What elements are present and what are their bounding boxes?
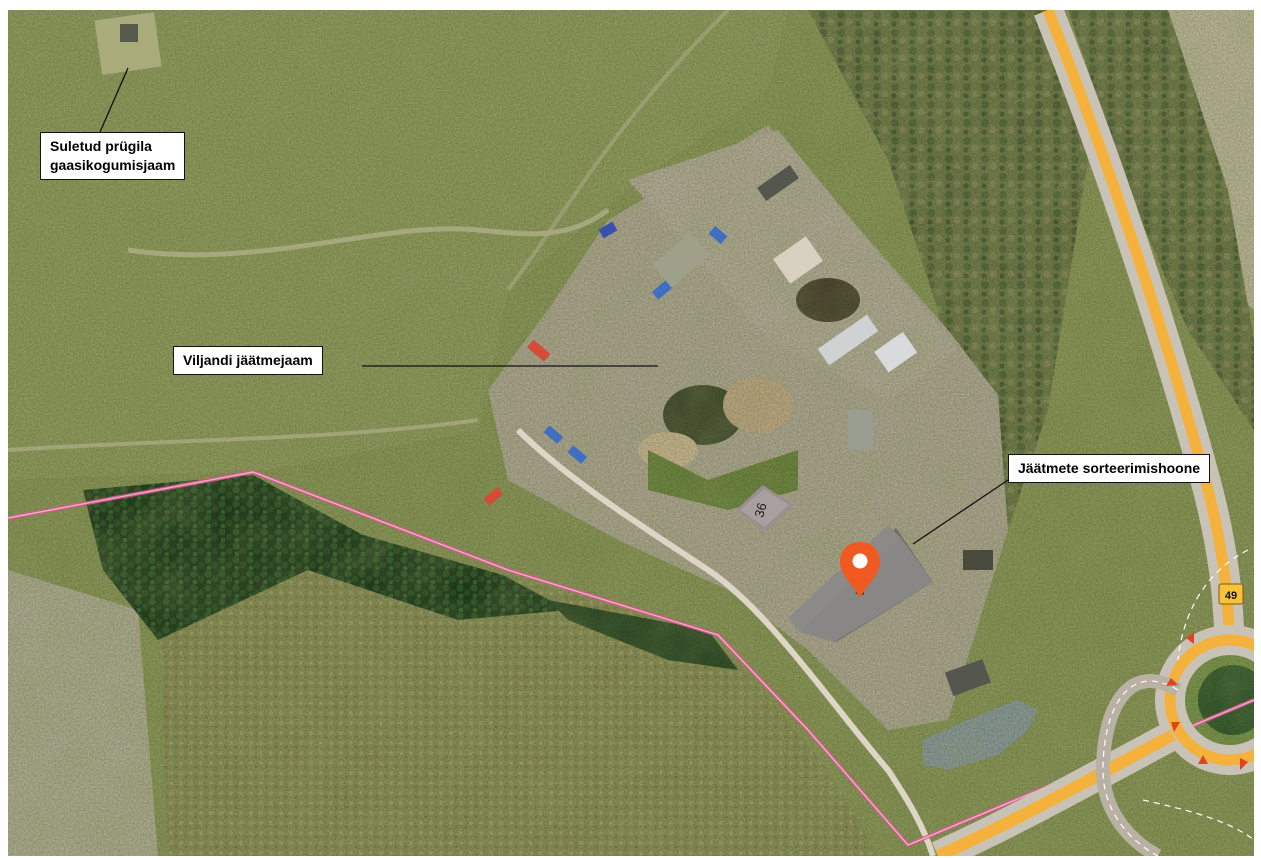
callout-waste-station-label: Viljandi jäätmejaam	[183, 352, 313, 368]
callout-gas-station: Suletud prügila gaasikogumisjaam	[40, 132, 186, 180]
callout-sorting-hall: Jäätmete sorteerimishoone	[1008, 454, 1211, 483]
road-shield-49: 49	[1218, 583, 1244, 605]
callout-gas-station-line2: gaasikogumisjaam	[50, 157, 176, 173]
callout-waste-station: Viljandi jäätmejaam	[173, 346, 323, 375]
aerial-imagery: 36 43 49	[8, 10, 1254, 856]
yard-objects	[483, 164, 993, 697]
building-36-number: 36	[751, 501, 769, 519]
road-shield-number: 49	[1225, 590, 1237, 602]
callout-gas-station-line1: Suletud prügila	[50, 138, 152, 154]
building-36: 36	[736, 485, 793, 532]
callout-leaders	[99, 67, 1009, 545]
highway-49	[931, 10, 1254, 856]
roundabout-arrows	[1166, 632, 1248, 770]
callout-sorting-hall-label: Jäätmete sorteerimishoone	[1018, 460, 1201, 476]
map-pin-icon[interactable]	[840, 542, 880, 598]
aerial-map[interactable]: 36 43 49 Suletud prügila gaasikogumisjaa…	[8, 10, 1254, 856]
